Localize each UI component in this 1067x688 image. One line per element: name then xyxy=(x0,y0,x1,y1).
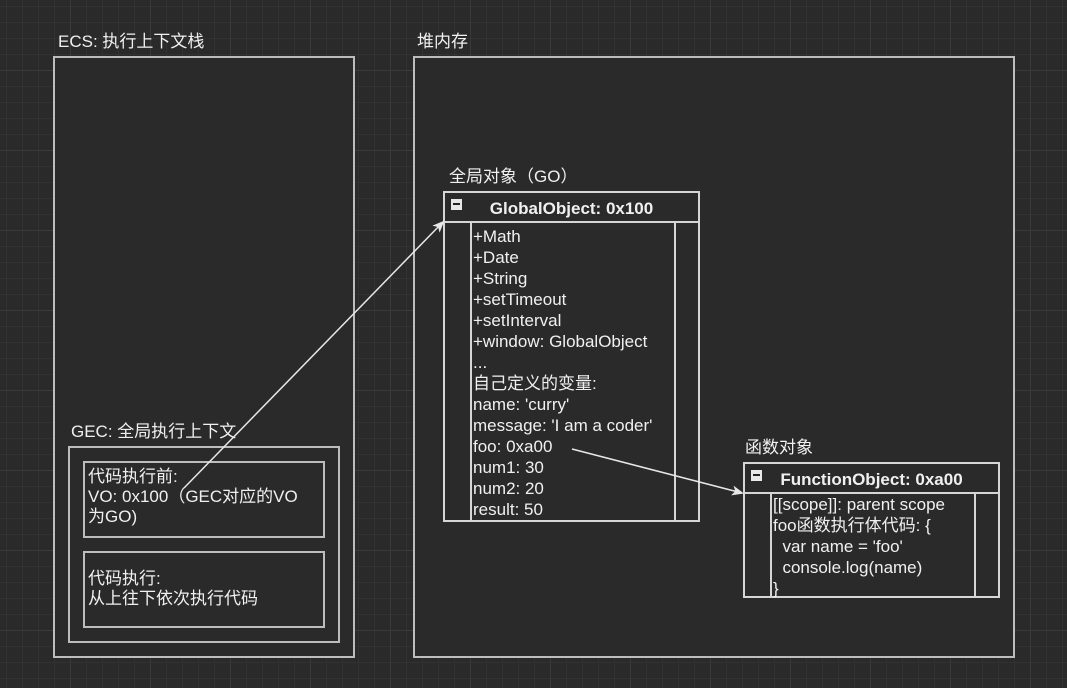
global-object-row: +setTimeout xyxy=(473,290,567,309)
global-object-row: +setInterval xyxy=(473,311,562,330)
global-object-row: foo: 0xa00 xyxy=(473,437,553,456)
minus-square-icon[interactable] xyxy=(451,199,462,210)
gec-exec-line: 从上往下依次执行代码 xyxy=(88,589,258,608)
global-object-body: +Math +Date +String +setTimeout +setInte… xyxy=(470,223,676,520)
function-object-title: FunctionObject: 0xa00 xyxy=(780,470,963,489)
global-object-title: GlobalObject: 0x100 xyxy=(489,199,654,218)
global-object-row: +Date xyxy=(473,248,519,267)
global-object-row: ... xyxy=(473,353,488,372)
function-object-node[interactable]: FunctionObject: 0xa00 [[scope]]: parent … xyxy=(743,462,1000,598)
function-object-header: FunctionObject: 0xa00 xyxy=(745,464,998,494)
ecs-label: ECS: 执行上下文栈 xyxy=(58,32,205,51)
heap-label: 堆内存 xyxy=(417,32,468,51)
global-object-row: result: 50 xyxy=(473,500,543,519)
function-object-row: foo函数执行体代码: { xyxy=(773,516,931,535)
go-label: 全局对象（GO） xyxy=(449,167,578,186)
vo-to-go-arrow[interactable] xyxy=(183,220,445,489)
function-object-row: [[scope]]: parent scope xyxy=(773,495,945,514)
gec-exec-block[interactable]: 代码执行: 从上往下依次执行代码 xyxy=(83,551,325,628)
global-object-row: +Math xyxy=(473,227,521,246)
minus-square-icon[interactable] xyxy=(751,470,762,481)
gec-before-line: VO: 0x100（GEC对应的VO xyxy=(88,487,298,506)
gec-exec-line: 代码执行: xyxy=(88,569,161,588)
gec-before-line: 代码执行前: xyxy=(88,467,178,486)
global-object-row: 自己定义的变量: xyxy=(473,374,597,393)
global-object-row: +window: GlobalObject xyxy=(473,332,648,351)
global-object-row: message: 'I am a coder' xyxy=(473,416,653,435)
global-object-row: num2: 20 xyxy=(473,479,544,498)
global-object-row: name: 'curry' xyxy=(473,395,570,414)
gec-label: GEC: 全局执行上下文 xyxy=(71,422,237,441)
fo-label: 函数对象 xyxy=(745,438,813,457)
gec-before-block[interactable]: 代码执行前: VO: 0x100（GEC对应的VO 为GO) xyxy=(83,461,325,538)
global-object-node[interactable]: GlobalObject: 0x100 +Math +Date +String … xyxy=(443,191,700,522)
function-object-row: console.log(name) xyxy=(773,558,923,577)
foo-to-function-object-arrow[interactable] xyxy=(571,448,744,496)
gec-before-line: 为GO) xyxy=(88,507,138,526)
function-object-row: var name = 'foo' xyxy=(773,537,903,556)
function-object-row: } xyxy=(773,579,779,598)
gec-container[interactable] xyxy=(68,446,340,643)
global-object-row: +String xyxy=(473,269,528,288)
global-object-row: num1: 30 xyxy=(473,458,544,477)
function-object-body: [[scope]]: parent scope foo函数执行体代码: { va… xyxy=(770,494,976,598)
global-object-header: GlobalObject: 0x100 xyxy=(445,193,698,223)
